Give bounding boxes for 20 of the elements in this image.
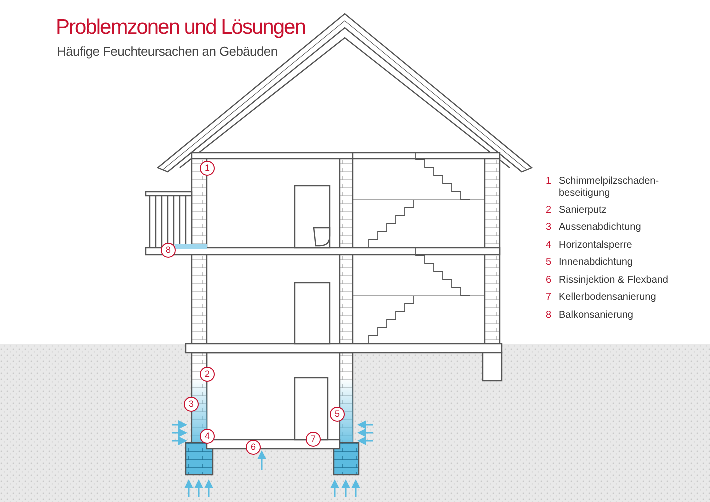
legend-text: Sanierputz bbox=[559, 204, 607, 216]
legend-number: 7 bbox=[546, 292, 552, 303]
legend-text: Schimmelpilzschaden- beseitigung bbox=[559, 176, 660, 200]
legend-text: Kellerbodensanierung bbox=[559, 292, 656, 304]
legend-number: 2 bbox=[546, 204, 552, 216]
callout-number: 1 bbox=[200, 161, 215, 176]
legend-number: 1 bbox=[546, 176, 552, 187]
legend-text: Aussenabdichtung bbox=[559, 222, 642, 234]
legend-text: Innenabdichtung bbox=[559, 257, 633, 269]
legend-number: 6 bbox=[546, 274, 552, 286]
legend-text: Horizontalsperre bbox=[559, 240, 632, 252]
legend-text: Rissinjektion & Flexband bbox=[559, 274, 668, 286]
legend-text: Balkonsanierung bbox=[559, 310, 634, 322]
legend-number: 8 bbox=[546, 310, 552, 320]
legend-number: 3 bbox=[546, 222, 552, 233]
legend-number: 4 bbox=[546, 240, 552, 250]
subtitle: Häufige Feuchteursachen an Gebäuden bbox=[57, 44, 278, 59]
legend-number: 5 bbox=[546, 257, 552, 268]
callout-number: 8 bbox=[161, 243, 176, 258]
title: Problemzonen und Lösungen bbox=[56, 16, 306, 40]
